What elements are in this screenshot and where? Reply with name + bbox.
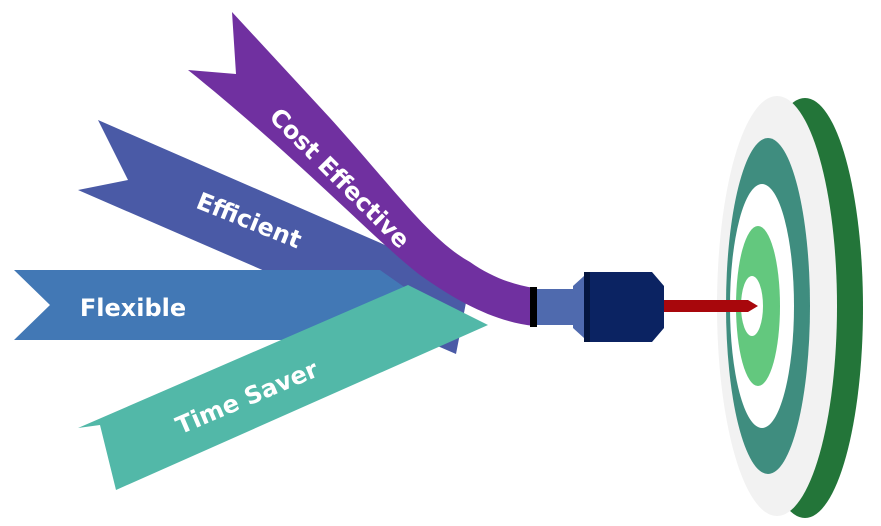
target-board — [717, 96, 863, 518]
dart-body — [530, 272, 664, 342]
dart-shaft — [537, 289, 573, 325]
dart-tip — [664, 300, 758, 312]
ribbon-cost-effective-shape — [188, 12, 534, 326]
ribbon-time-saver-shape — [78, 285, 488, 490]
dart-neck — [573, 276, 584, 338]
ribbon-flexible-label: Flexible — [80, 294, 186, 322]
dart-collar — [530, 287, 537, 327]
dart-barrel — [584, 272, 664, 342]
dart-barrel-edge — [584, 272, 590, 342]
